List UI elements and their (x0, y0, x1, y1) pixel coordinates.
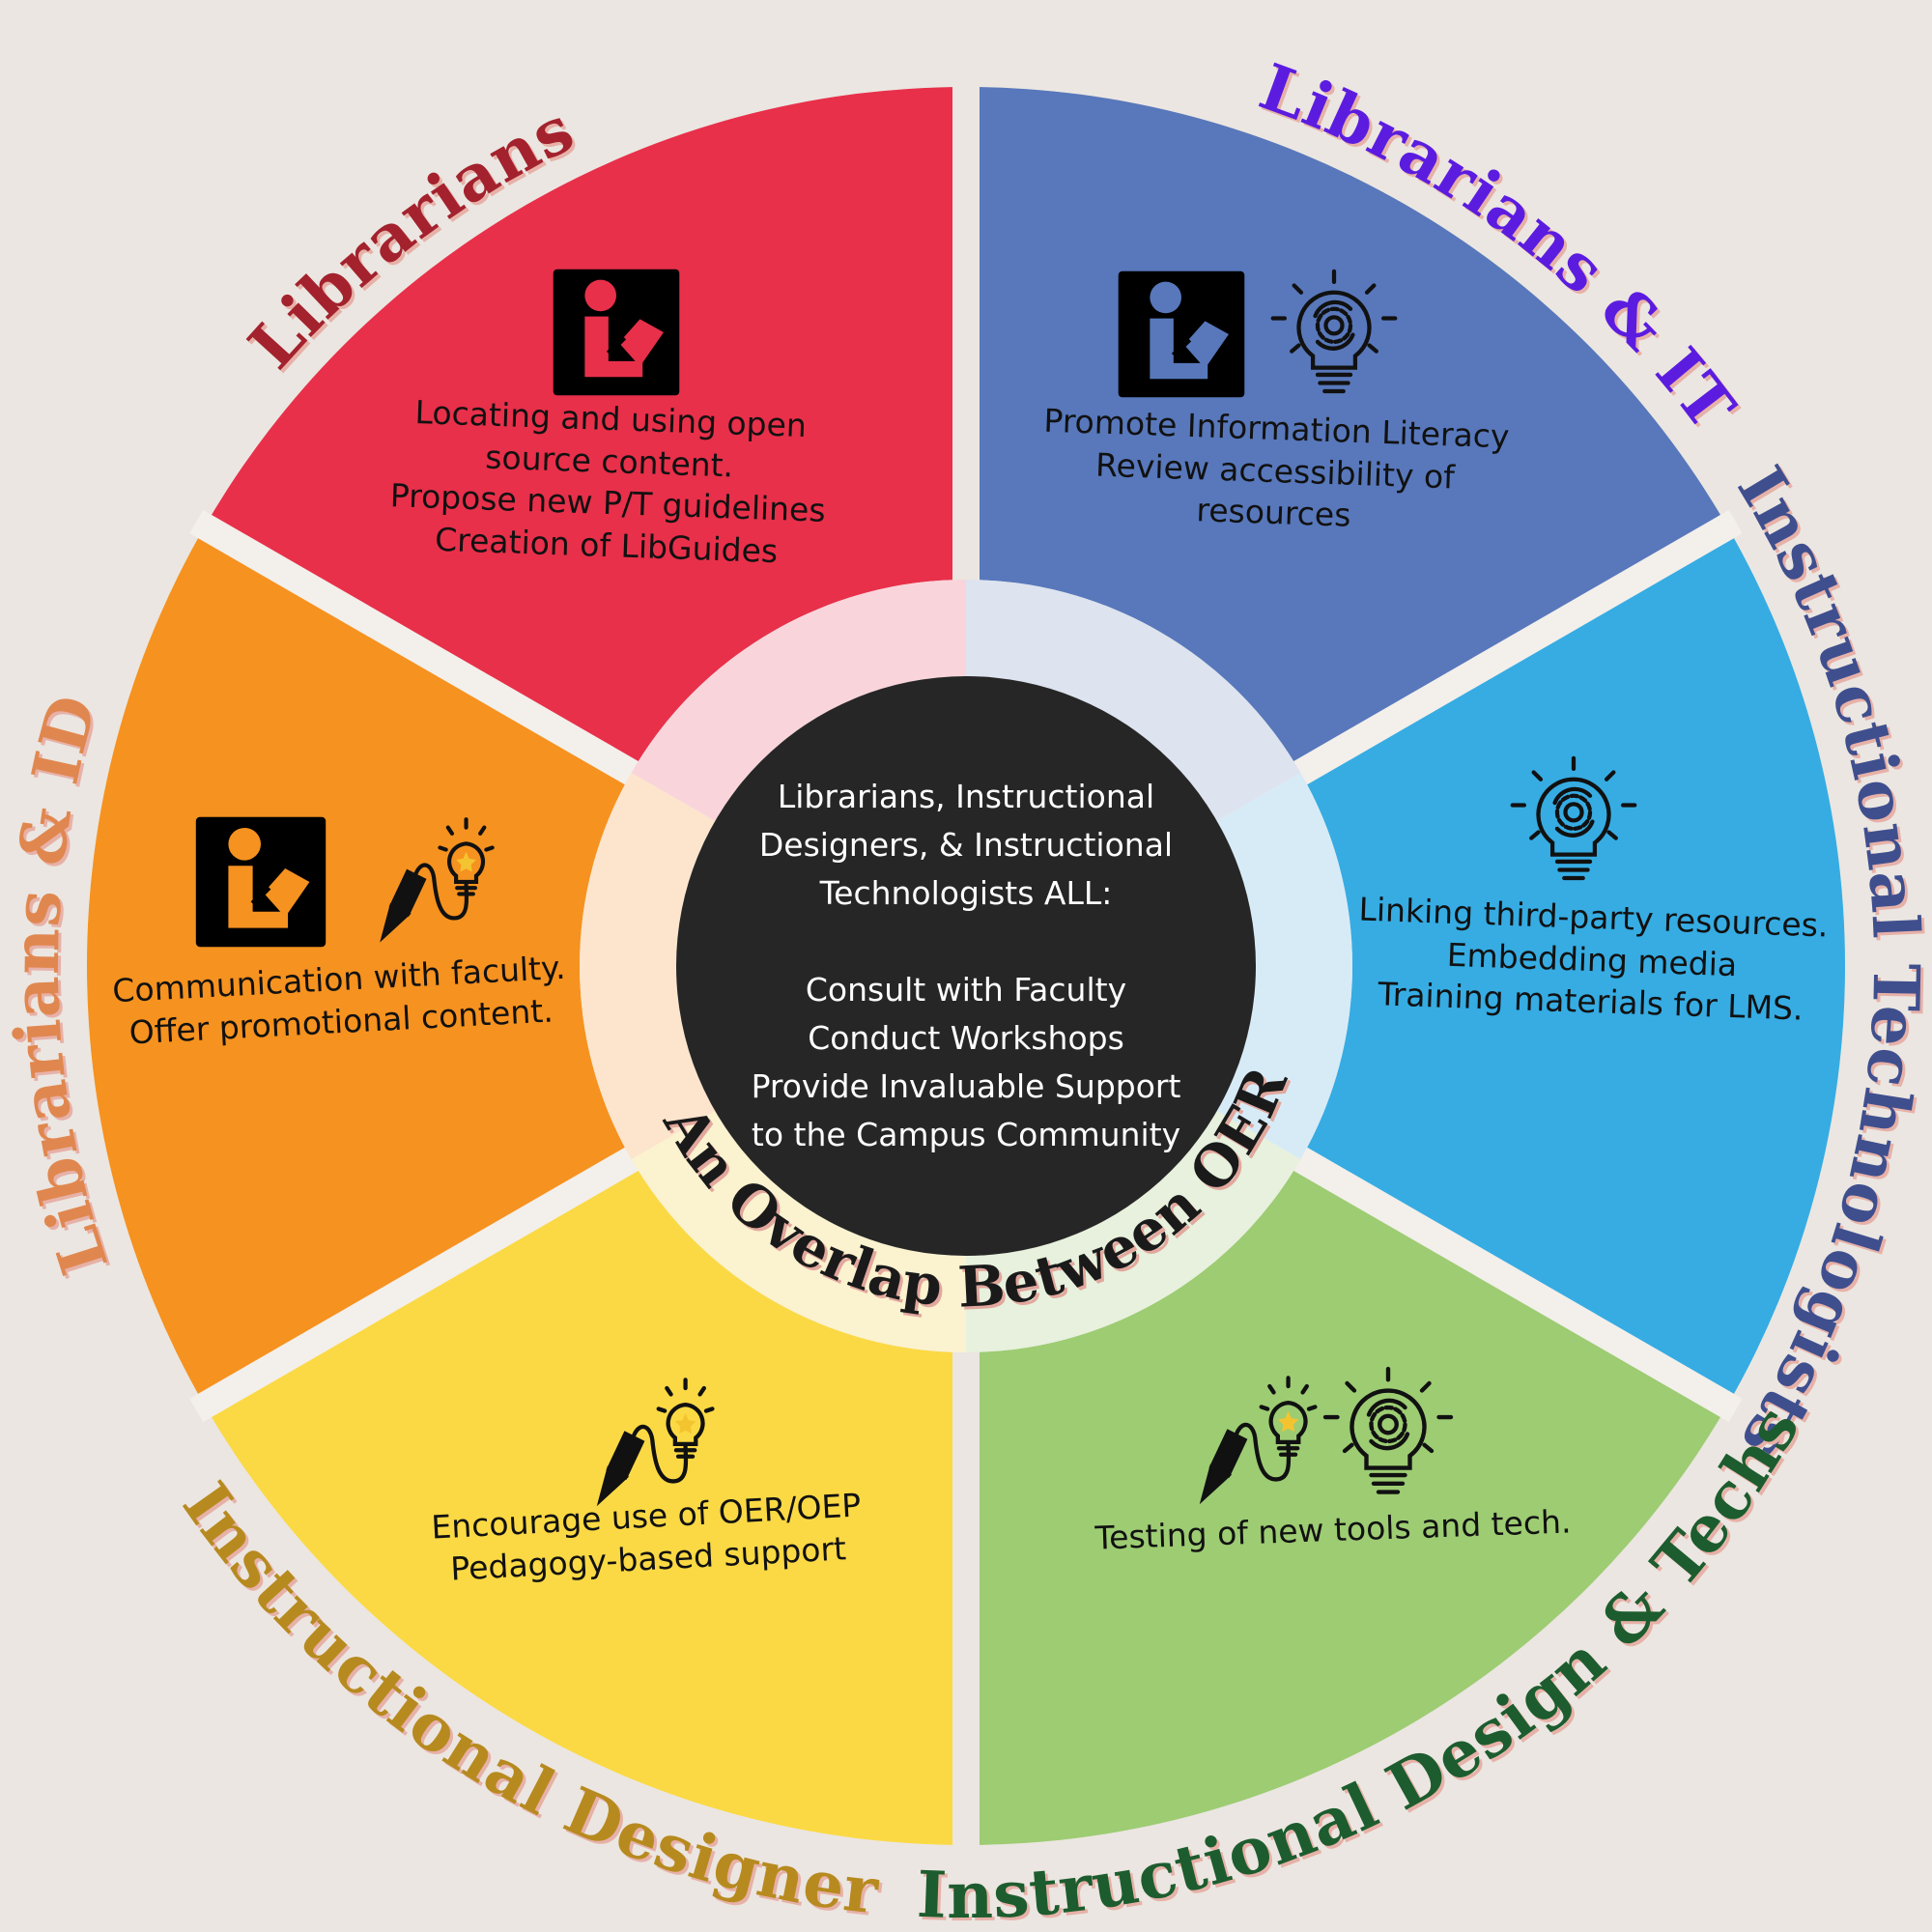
inner-ring-librarians-id (580, 773, 716, 1159)
reading-person-icon (196, 817, 326, 947)
segment-librarians-it (966, 87, 1728, 773)
inner-ring-instructional-technologists (1216, 773, 1352, 1159)
reading-person-icon (1119, 271, 1245, 398)
librarians-description: Locating and using open source content. … (364, 389, 853, 575)
center-line-6: Conduct Workshops (808, 1019, 1124, 1057)
segment-instructional-design-techs (966, 1159, 1728, 1845)
center-summary: Librarians, Instructional Designers, & I… (676, 773, 1256, 1159)
segment-librarians-id (86, 526, 632, 1406)
segment-librarians (204, 87, 967, 773)
instructional-technologists-description: Linking third-party resources. Embedding… (1339, 888, 1845, 1032)
center-line-8: to the Campus Community (751, 1116, 1181, 1153)
center-line-3: Technologists ALL: (819, 874, 1113, 912)
reading-person-icon (554, 270, 680, 396)
inner-ring-librarians-it (966, 580, 1301, 821)
center-line-4 (676, 918, 1256, 966)
inner-ring-instructional-design-techs (966, 1111, 1301, 1352)
segment-instructional-technologists (1300, 526, 1845, 1406)
center-line-5: Consult with Faculty (805, 971, 1127, 1009)
librarians-it-description: Promote Information Literacy Review acce… (1022, 399, 1528, 543)
inner-ring-librarians (631, 580, 966, 821)
center-line-1: Librarians, Instructional (777, 778, 1155, 815)
segment-instructional-designer (204, 1159, 967, 1845)
center-line-2: Designers, & Instructional (758, 826, 1174, 864)
center-circle (676, 676, 1256, 1256)
inner-ring-instructional-designer (631, 1111, 966, 1352)
center-line-7: Provide Invaluable Support (751, 1067, 1181, 1105)
